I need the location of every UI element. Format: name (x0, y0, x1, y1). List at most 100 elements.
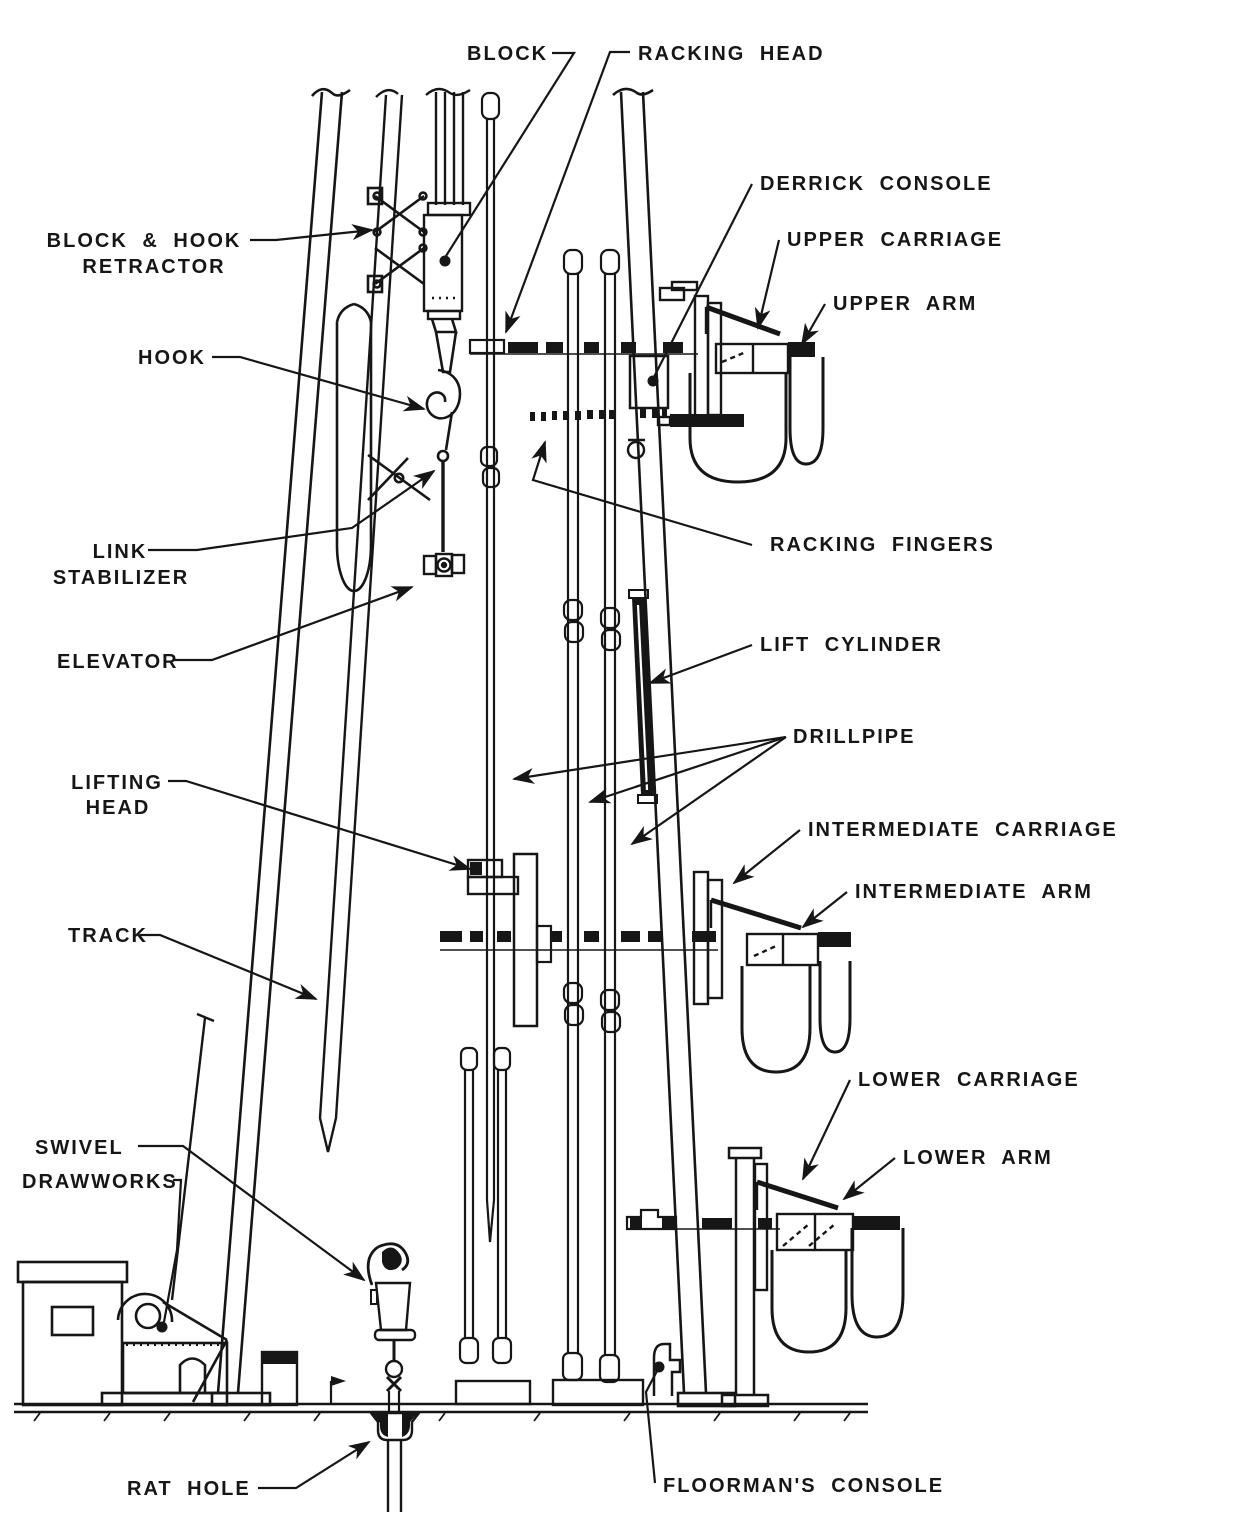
label-hook: HOOK (138, 347, 426, 412)
label-racking-fingers: RACKING FINGERS (531, 440, 995, 556)
floor-flag-marker (329, 1376, 346, 1404)
drillpipe-label: DRILLPIPE (793, 726, 915, 748)
block-hook-retractor-label-2: RETRACTOR (82, 256, 225, 278)
racking-fingers-label: RACKING FINGERS (770, 534, 995, 556)
aux-box (260, 1350, 299, 1407)
hook-label: HOOK (138, 347, 206, 369)
label-block-hook-retractor: BLOCK & HOOK RETRACTOR (47, 224, 374, 278)
kelly-pipe (479, 91, 501, 1243)
leader-drawworks-dot (156, 1321, 168, 1333)
floormans-console-label: FLOORMAN'S CONSOLE (663, 1475, 944, 1497)
swivel-assembly (366, 1242, 417, 1412)
leader-lift-cylinder (648, 643, 753, 685)
leader-block (445, 51, 576, 257)
left-derrick-leg (210, 87, 351, 1407)
leader-link-stabilizer (148, 469, 436, 552)
leader-racking-fingers (531, 440, 753, 547)
label-lifting-head: LIFTING HEAD (71, 772, 472, 871)
leader-drillpipe-3 (630, 736, 787, 846)
lifting-head-label-2: HEAD (86, 797, 151, 819)
leader-block-dot (439, 255, 451, 267)
rat-hole-label: RAT HOLE (127, 1478, 251, 1500)
derrick-console (628, 354, 670, 410)
leader-upper-carriage (754, 239, 781, 330)
leader-lower-arm (842, 1157, 896, 1201)
label-racking-head: RACKING HEAD (504, 43, 825, 334)
intermediate-carriage (692, 870, 802, 1006)
swivel-label: SWIVEL (35, 1137, 124, 1159)
lower-carriage (753, 1162, 839, 1292)
track-label: TRACK (68, 925, 148, 947)
upper-carriage (626, 280, 781, 460)
leader-lifting-head (168, 779, 472, 871)
lift-cylinder-label: LIFT CYLINDER (760, 634, 943, 656)
leader-floormans-console (644, 1370, 658, 1484)
leader-drillpipe-2 (588, 735, 787, 804)
elevator-bail (335, 302, 373, 593)
leader-block-hook-retractor (250, 224, 374, 242)
label-elevator: ELEVATOR (57, 585, 414, 673)
leader-floormans-console-dot (653, 1361, 665, 1373)
block-hook-retractor-mechanism (366, 186, 431, 502)
pipe-setback-blocks (454, 1378, 645, 1407)
racking-head-beam (468, 338, 698, 355)
intermediate-racking-board (440, 852, 718, 1028)
leader-derrick-console-dot (647, 375, 659, 387)
link-stabilizer-label-2: STABILIZER (53, 567, 189, 589)
leader-upper-arm (801, 303, 826, 346)
label-lift-cylinder: LIFT CYLINDER (648, 634, 943, 685)
intermediate-arm-label: INTERMEDIATE ARM (855, 881, 1093, 903)
leader-lower-carriage (802, 1079, 851, 1181)
lower-racking-beam (625, 1208, 780, 1231)
drillpipe-a (561, 248, 585, 1382)
leader-swivel (138, 1144, 366, 1282)
label-block: BLOCK (439, 43, 576, 267)
label-intermediate-carriage: INTERMEDIATE CARRIAGE (732, 819, 1116, 885)
leader-intermediate-arm (801, 891, 848, 929)
hook (425, 318, 462, 463)
intermediate-arm (740, 932, 852, 1074)
drillpipe-c (458, 1046, 480, 1365)
upper-arm-label: UPPER ARM (833, 293, 977, 315)
label-upper-arm: UPPER ARM (801, 293, 977, 346)
right-derrick-leg (612, 87, 737, 1408)
drawworks-label: DRAWWORKS (22, 1171, 178, 1193)
derrick-console-label: DERRICK CONSOLE (760, 173, 993, 195)
racking-fingers-dots (530, 408, 667, 421)
label-drillpipe: DRILLPIPE (512, 726, 915, 846)
leaning-pole (170, 1012, 215, 1301)
lift-cylinder (628, 589, 658, 804)
traveling-block (422, 87, 472, 321)
lower-arm-label: LOWER ARM (903, 1147, 1053, 1169)
rig-floor (14, 1402, 868, 1422)
leader-track (140, 933, 318, 1001)
lifting-head (466, 858, 520, 896)
leader-intermediate-carriage (732, 829, 801, 885)
label-floormans-console: FLOORMAN'S CONSOLE (644, 1361, 944, 1497)
label-drawworks: DRAWWORKS (22, 1171, 183, 1333)
floormans-console-bracket (652, 1342, 682, 1396)
leader-derrick-console (653, 183, 753, 378)
label-track: TRACK (68, 925, 318, 1001)
link-stabilizer-label-1: LINK (93, 541, 148, 563)
upper-arm (688, 342, 825, 484)
lower-carriage-label: LOWER CARRIAGE (858, 1069, 1080, 1091)
rat-hole (368, 1411, 422, 1512)
track (318, 89, 404, 1153)
leader-drawworks (162, 1178, 183, 1323)
label-lower-arm: LOWER ARM (842, 1147, 1053, 1201)
racking-head-label: RACKING HEAD (638, 43, 825, 65)
drillpipe-b (598, 248, 622, 1384)
elevator-label: ELEVATOR (57, 651, 179, 673)
leader-rat-hole (258, 1440, 371, 1490)
lower-arm (770, 1212, 905, 1354)
label-link-stabilizer: LINK STABILIZER (53, 469, 436, 589)
block-hook-retractor-label-1: BLOCK & HOOK (47, 230, 242, 252)
upper-carriage-label: UPPER CARRIAGE (787, 229, 1003, 251)
label-swivel: SWIVEL (35, 1137, 366, 1282)
drillpipe-d (491, 1046, 513, 1365)
leader-hook (212, 355, 426, 412)
label-intermediate-arm: INTERMEDIATE ARM (801, 881, 1093, 929)
